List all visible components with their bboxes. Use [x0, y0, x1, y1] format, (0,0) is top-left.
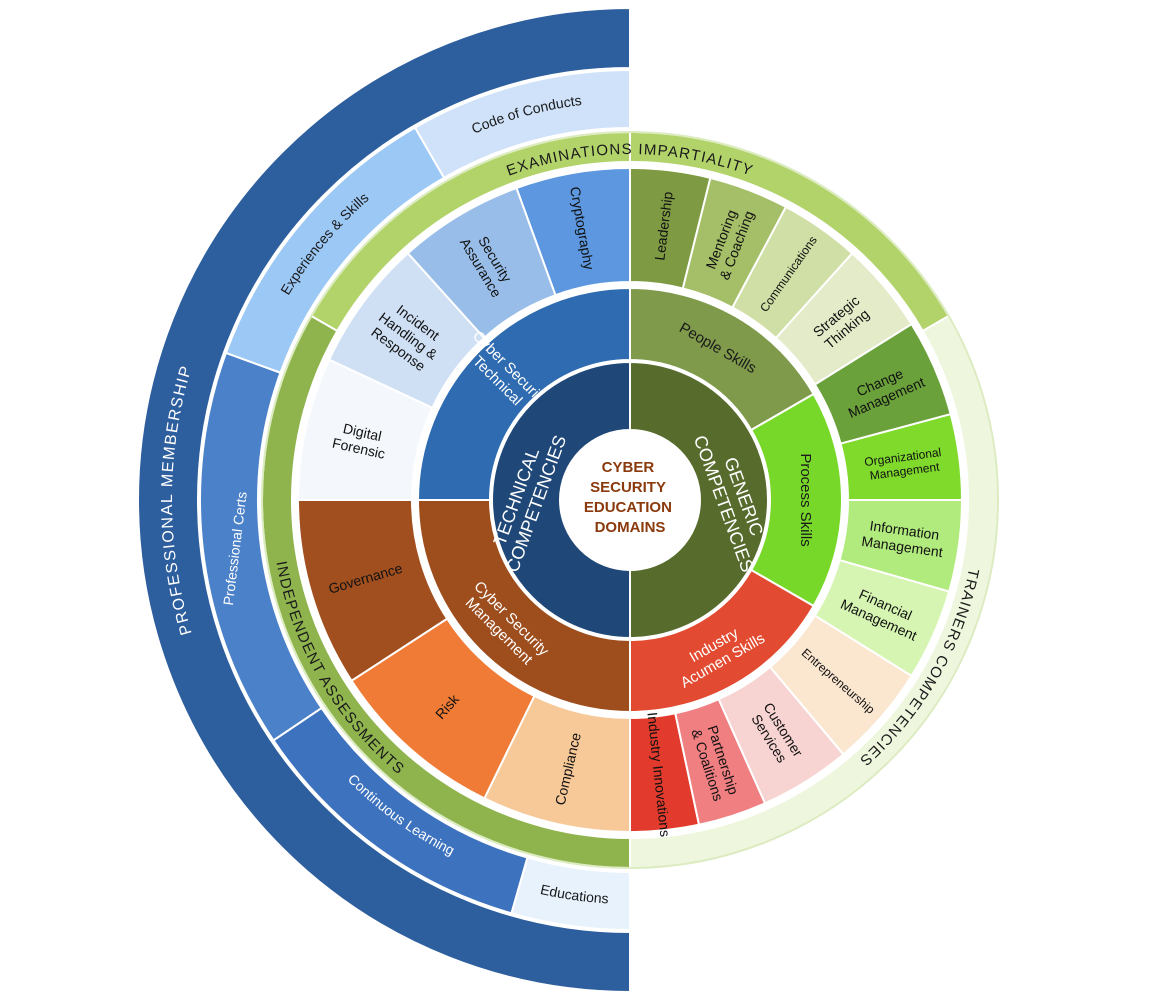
- membership-item-educations: [510, 856, 631, 932]
- center-line-1: CYBER: [602, 459, 655, 476]
- membership-item-code-of-conducts: [413, 68, 631, 180]
- outer-slice-governance: [296, 499, 449, 683]
- outer-slice-entrepreneurship: [768, 614, 913, 756]
- center-line-3: EDUCATION: [584, 499, 672, 516]
- professional-membership-band: [137, 6, 631, 994]
- outer-slice-financial-management: [813, 558, 951, 678]
- outer-slice-strategic-thinking: [774, 251, 913, 386]
- outer-slice-digital-forensic: [296, 358, 434, 501]
- outer-slice-mentoring-and-coaching: [681, 176, 788, 309]
- outer-slice-partnership-and-coalitions: [674, 697, 767, 826]
- middle-label-process-skills: Process Skills: [797, 453, 814, 546]
- center-hub: CYBER SECURITY EDUCATION DOMAINS: [560, 430, 700, 570]
- membership-item-professional-certs: [199, 351, 323, 742]
- center-title: CYBER SECURITY EDUCATION DOMAINS: [584, 459, 676, 536]
- frame-ring-outline: [261, 131, 999, 869]
- center-line-2: SECURITY: [590, 479, 666, 496]
- outer-slice-compliance: [483, 694, 631, 834]
- center-disc: [560, 430, 700, 570]
- middle-segment-cyber-security-technical: [416, 286, 631, 501]
- outer-slice-communications: [730, 205, 854, 340]
- outer-slice-industry-innovations: [629, 712, 701, 834]
- outer-slice-risk: [350, 617, 536, 800]
- center-line-4: DOMAINS: [595, 519, 666, 536]
- membership-item-continuous-learning: [272, 706, 529, 915]
- membership-item-experiences-and-skills: [224, 126, 446, 375]
- outer-slice-security-assurance: [406, 186, 557, 340]
- outer-slice-leadership: [629, 166, 712, 290]
- outer-slice-information-management: [838, 499, 964, 593]
- outer-slice-change-management: [813, 322, 952, 445]
- middle-segment-cyber-security-management: [416, 499, 631, 714]
- outer-slice-customer-services: [717, 665, 845, 805]
- outer-competency-ring: CryptographySecurityAssuranceIncidentHan…: [296, 166, 964, 838]
- outer-slice-incident-handling-and-response: [327, 251, 486, 410]
